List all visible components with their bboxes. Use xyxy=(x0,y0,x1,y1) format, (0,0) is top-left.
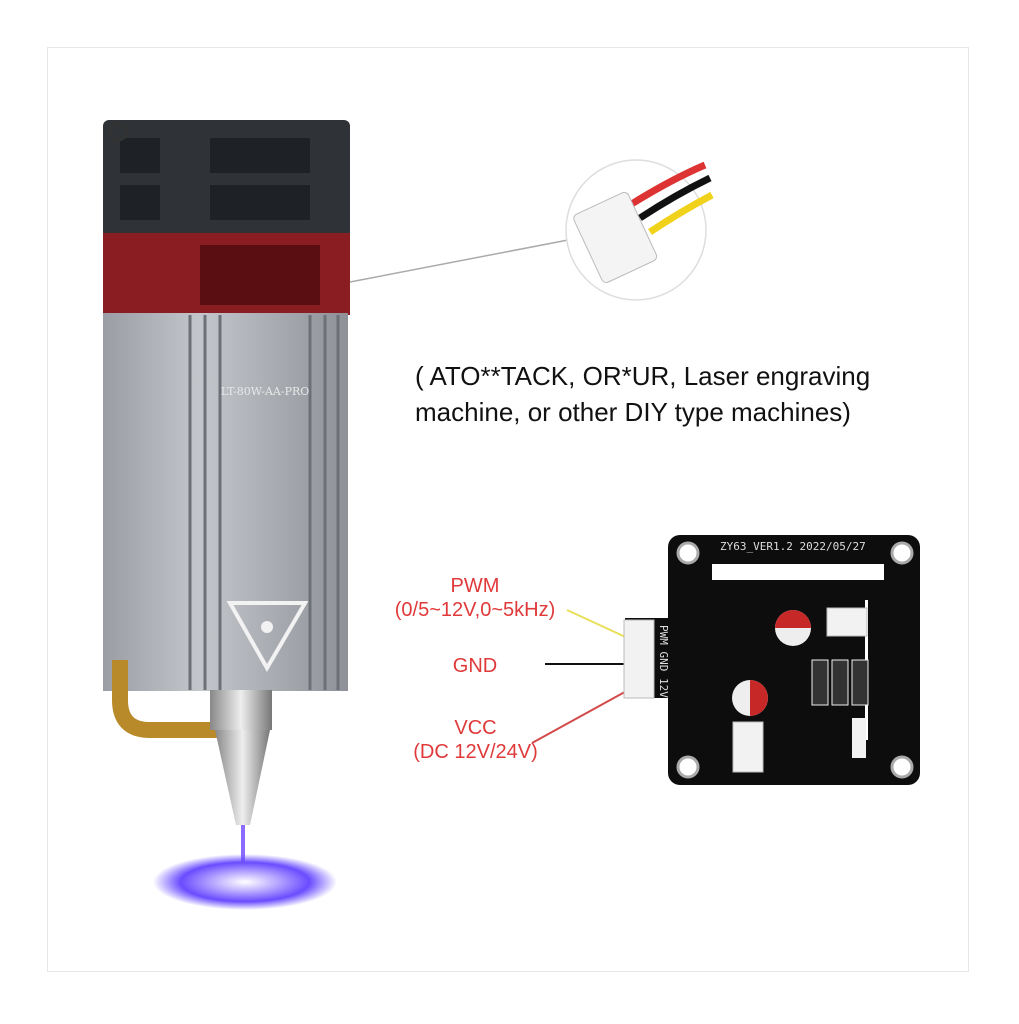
air-assist-tube xyxy=(112,660,218,738)
vcc-label: VCC (DC 12V/24V) xyxy=(398,716,553,764)
pin-name: VCC xyxy=(454,717,497,739)
pin-name: PWM xyxy=(450,575,500,597)
aluminium-body xyxy=(103,313,348,691)
compatibility-description: ( ATO**TACK, OR*UR, Laser engraving mach… xyxy=(415,358,870,430)
image-frame xyxy=(47,47,969,972)
fan-housing xyxy=(103,120,350,238)
gnd-label: GND xyxy=(430,654,520,678)
connector-closeup xyxy=(573,161,714,283)
laser-warning-icon xyxy=(226,601,309,673)
driver-pcb: ZY63_VER1.2 2022/05/27 PWM GND 12V xyxy=(623,535,920,785)
description-line-1: ( ATO**TACK, OR*UR, Laser engraving xyxy=(415,361,871,391)
pin-name: GND xyxy=(452,655,498,677)
pin-spec: (0/5~12V,0~5kHz) xyxy=(394,599,556,621)
nozzle xyxy=(215,730,270,825)
laser-module: LT-80W-AA-PRO xyxy=(103,120,350,910)
pwm-connector xyxy=(623,619,655,699)
description-line-2: machine, or other DIY type machines) xyxy=(415,397,851,427)
pwm-label: PWM (0/5~12V,0~5kHz) xyxy=(380,574,570,622)
connector-label: PWM GND 12V xyxy=(657,625,670,698)
pcb-silkscreen: ZY63_VER1.2 2022/05/27 xyxy=(720,540,866,553)
model-label: LT-80W-AA-PRO xyxy=(221,385,310,398)
pin-spec: (DC 12V/24V) xyxy=(413,741,538,763)
laser-glow xyxy=(153,854,337,910)
